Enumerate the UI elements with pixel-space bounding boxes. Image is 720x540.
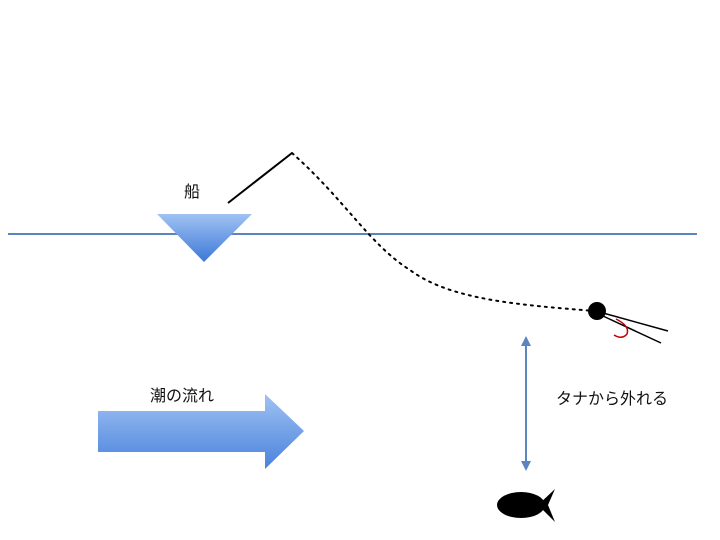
boat-label: 船 (184, 182, 200, 201)
sinker-icon (588, 302, 606, 320)
depth-arrow-head-up (521, 336, 531, 346)
boat-icon (157, 214, 252, 262)
out-of-range-label: タナから外れる (556, 389, 668, 408)
fish-icon (497, 489, 555, 522)
depth-arrow-head-down (521, 461, 531, 471)
hook-icon (613, 318, 629, 338)
current-arrow-icon (98, 394, 304, 469)
leader-line-lower (602, 315, 662, 344)
current-label: 潮の流れ (150, 386, 214, 405)
leader-line-upper (602, 312, 669, 332)
fishing-line (291, 152, 596, 312)
fishing-rod (227, 152, 293, 204)
